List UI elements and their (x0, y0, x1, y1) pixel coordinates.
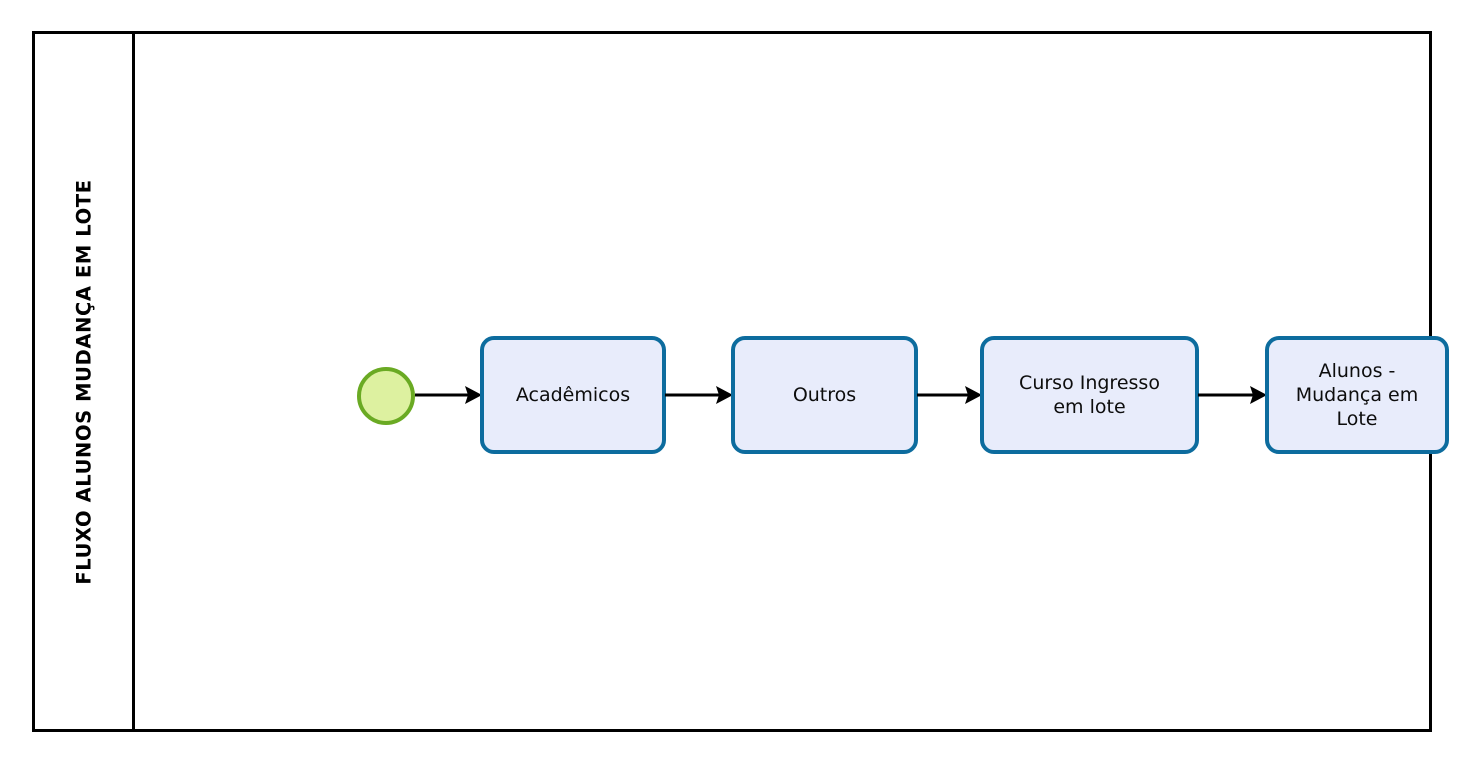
sequence-flow-outros-to-curso-ingresso (917, 385, 982, 405)
sequence-flow-academicos-to-outros (665, 385, 733, 405)
sequence-flow-start-to-academicos (415, 385, 482, 405)
lane-title: FLUXO ALUNOS MUDANÇA EM LOTE (72, 178, 95, 585)
task-academicos-label: Acadêmicos (515, 383, 631, 406)
task-curso-ingresso-em-lote[interactable]: Curso Ingresso em lote (980, 336, 1199, 454)
task-alunos-mudanca-em-lote-label: Alunos - Mudança em Lote (1295, 359, 1419, 431)
task-alunos-mudanca-em-lote[interactable]: Alunos - Mudança em Lote (1265, 336, 1449, 454)
sequence-flow-curso-ingresso-to-alunos-mudanca (1198, 385, 1267, 405)
task-curso-ingresso-em-lote-label: Curso Ingresso em lote (1019, 371, 1160, 418)
task-outros[interactable]: Outros (731, 336, 918, 454)
task-academicos[interactable]: Acadêmicos (480, 336, 666, 454)
lane-header: FLUXO ALUNOS MUDANÇA EM LOTE (35, 34, 135, 729)
task-outros-label: Outros (792, 383, 857, 406)
start-event[interactable] (357, 367, 415, 425)
lane-body: Acadêmicos Outros (135, 34, 1449, 729)
bpmn-pool: FLUXO ALUNOS MUDANÇA EM LOTE Acadêmicos (32, 31, 1449, 732)
